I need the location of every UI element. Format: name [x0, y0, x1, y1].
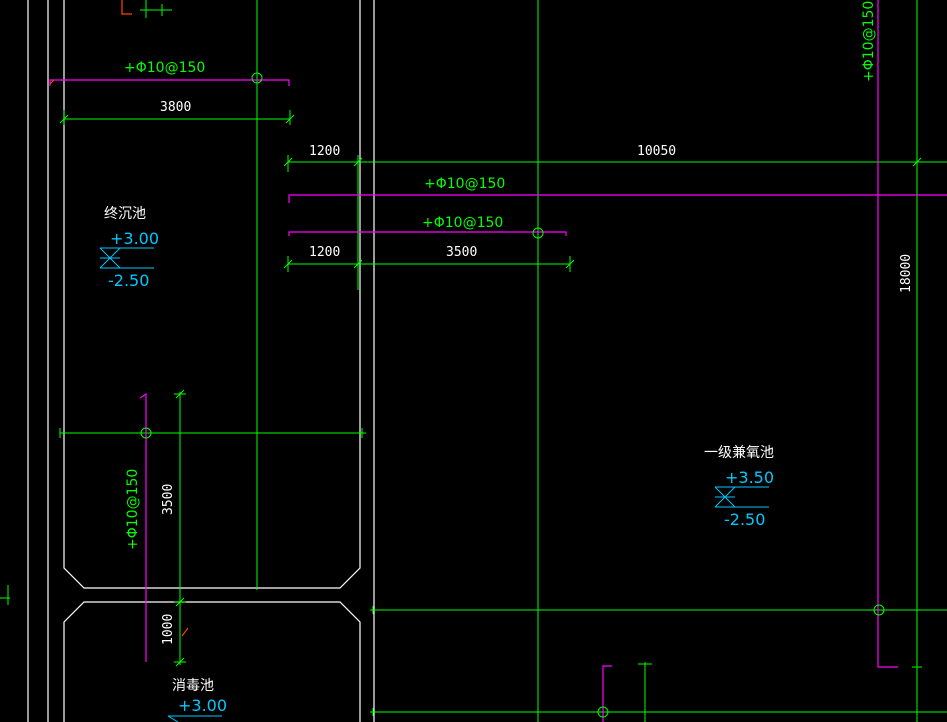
- dimension-1200-top: 1200: [309, 144, 340, 159]
- rebar-label-5: +Φ10@150: [861, 1, 877, 82]
- dimension-3500-horizontal: 3500: [446, 245, 477, 260]
- level-top-disinfection: +3.00: [178, 696, 227, 715]
- room-name-final-settling: 终沉池: [104, 206, 146, 222]
- room-name-anoxic: 一级兼氧池: [704, 445, 774, 461]
- level-top-anoxic: +3.50: [725, 468, 774, 487]
- dimension-3500-vertical: 3500: [161, 484, 176, 515]
- level-bottom-anoxic: -2.50: [724, 510, 765, 529]
- elevation-symbol-anoxic: [714, 486, 769, 508]
- orange-markers: [49, 0, 189, 637]
- elevation-symbol-final-settling: [99, 247, 154, 269]
- rebar-label-2: +Φ10@150: [424, 176, 505, 192]
- dimension-1000: 1000: [161, 614, 176, 645]
- level-top-final-settling: +3.00: [110, 229, 159, 248]
- structure-walls: [27, 0, 375, 722]
- elevation-symbol-disinfection: [167, 715, 222, 722]
- rebar-label-4: +Φ10@150: [125, 469, 141, 550]
- dimension-3800: 3800: [160, 100, 191, 115]
- dimension-10050: 10050: [637, 144, 676, 159]
- dimension-18000: 18000: [899, 254, 914, 293]
- room-name-disinfection: 消毒池: [172, 678, 214, 694]
- rebar-label-3: +Φ10@150: [422, 215, 503, 231]
- rebar-lines: [49, 0, 947, 722]
- axis-circles: [140, 72, 885, 718]
- level-bottom-final-settling: -2.50: [108, 271, 149, 290]
- dimension-1200-bottom: 1200: [309, 245, 340, 260]
- rebar-label-1: +Φ10@150: [124, 60, 205, 76]
